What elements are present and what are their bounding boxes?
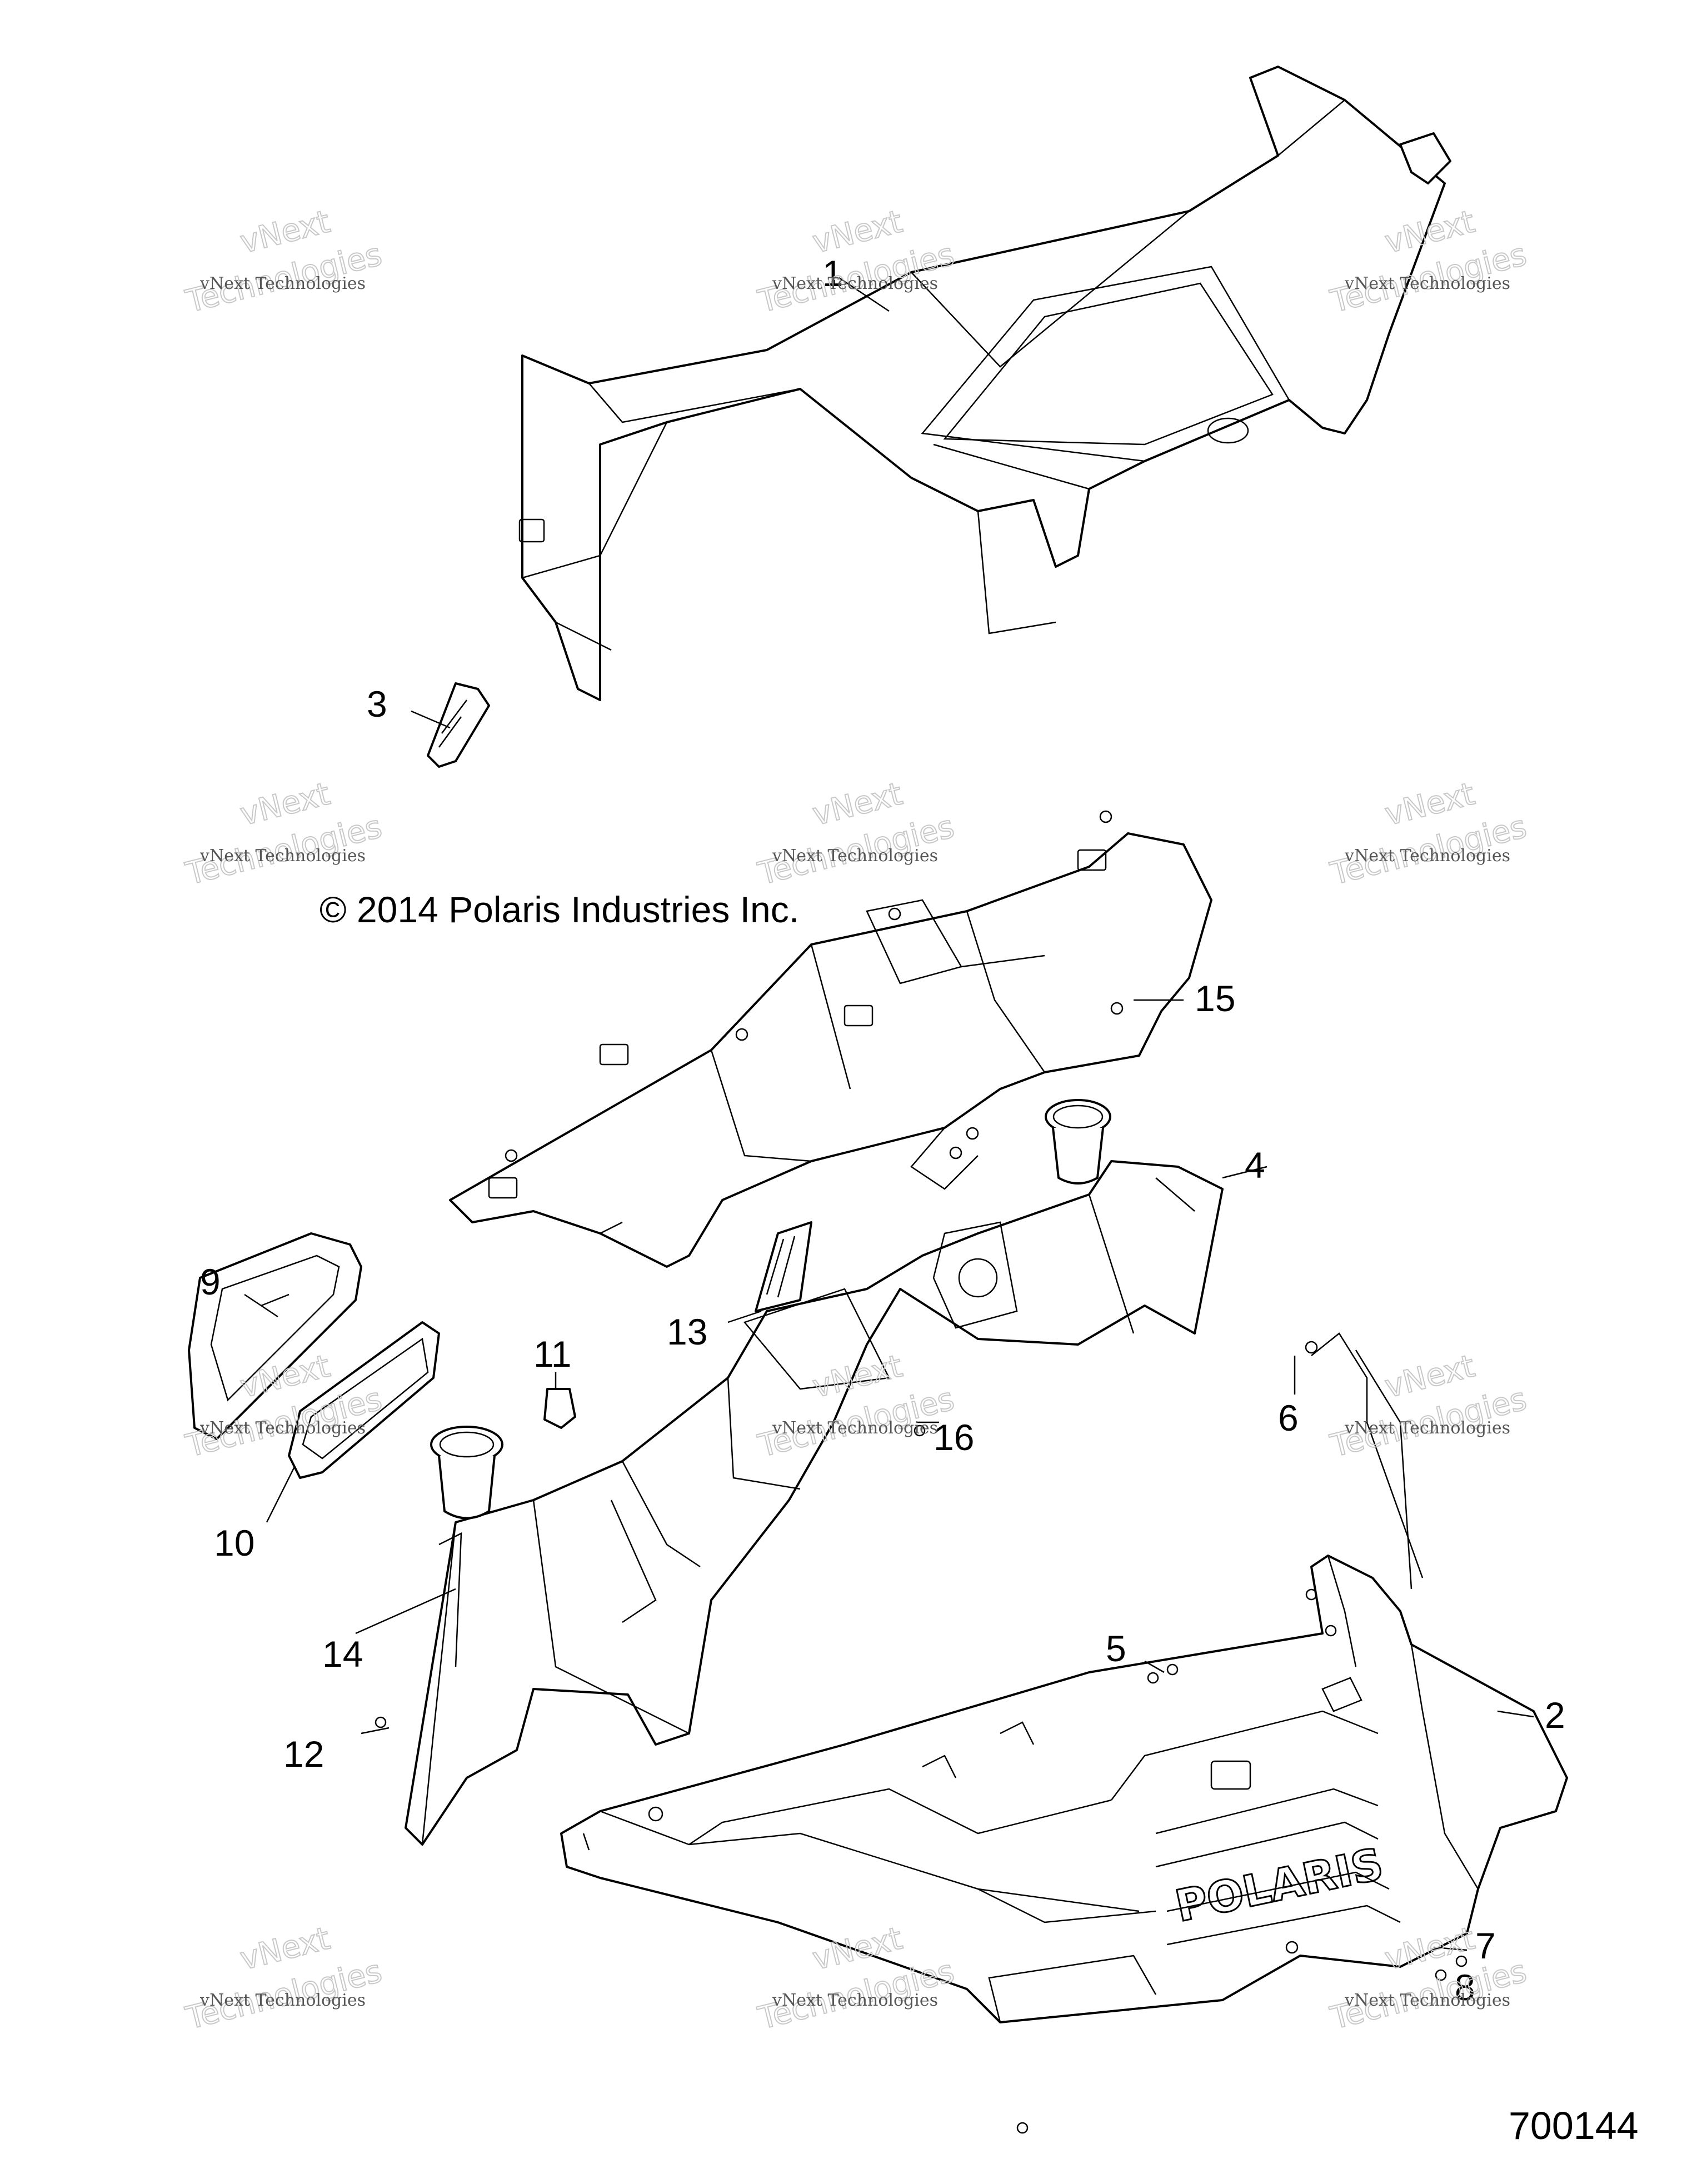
svg-text:vNext Technologies: vNext Technologies <box>1344 846 1510 866</box>
svg-text:vNext Technologies: vNext Technologies <box>772 1991 938 2010</box>
part-vent <box>755 1221 812 1312</box>
callout-9: 9 <box>200 1261 221 1302</box>
svg-text:vNext Technologies: vNext Technologies <box>199 274 366 293</box>
leader-lines <box>244 277 1534 1951</box>
fasteners <box>375 1341 1468 2134</box>
callout-labels: 1 2 3 4 5 6 7 8 9 10 11 12 13 14 15 16 <box>200 253 1565 2008</box>
copyright-notice: © 2014 Polaris Industries Inc. <box>320 889 799 930</box>
watermark: vNext Technologies vNext Technologies <box>1326 1347 1531 1465</box>
part-glove-box-seal <box>288 1321 440 1479</box>
watermark: vNext Technologies vNext Technologies <box>1326 775 1531 893</box>
callout-12: 12 <box>283 1733 324 1775</box>
part-front-bumper: POLARIS <box>560 1332 1568 2023</box>
part-cup-holder <box>430 1099 1111 1520</box>
callout-10: 10 <box>214 1522 254 1563</box>
callout-14: 14 <box>322 1633 363 1675</box>
callout-5: 5 <box>1106 1628 1126 1669</box>
callout-2: 2 <box>1545 1695 1565 1736</box>
callout-15: 15 <box>1195 978 1235 1019</box>
svg-text:vNext Technologies: vNext Technologies <box>772 1418 938 1438</box>
part-grommet <box>543 1388 576 1429</box>
svg-text:vNext Technologies: vNext Technologies <box>1344 1418 1510 1438</box>
part-upper-dash-panel <box>449 810 1212 1268</box>
part-hood <box>518 66 1446 701</box>
svg-text:vNext Technologies: vNext Technologies <box>1344 1991 1510 2010</box>
drawing-number: 700144 <box>1509 2104 1639 2147</box>
svg-text:vNext Technologies: vNext Technologies <box>199 1991 366 2010</box>
part-latch <box>427 132 1451 768</box>
watermark: vNext Technologies vNext Technologies <box>182 1920 386 2037</box>
svg-text:vNext Technologies: vNext Technologies <box>1344 274 1510 293</box>
callout-8: 8 <box>1455 1967 1475 2008</box>
svg-text:vNext Technologies: vNext Technologies <box>199 846 366 866</box>
svg-text:vNext Technologies: vNext Technologies <box>772 846 938 866</box>
callout-7: 7 <box>1475 1925 1496 1966</box>
watermark: vNext Technologies vNext Technologies <box>182 775 386 893</box>
callout-16: 16 <box>934 1417 974 1458</box>
callout-4: 4 <box>1245 1145 1265 1186</box>
callout-13: 13 <box>667 1311 707 1352</box>
part-glove-box-door <box>188 1232 362 1440</box>
svg-text:vNext Technologies: vNext Technologies <box>772 274 938 293</box>
callout-6: 6 <box>1278 1397 1299 1438</box>
callout-11: 11 <box>533 1333 572 1375</box>
svg-text:vNext Technologies: vNext Technologies <box>199 1418 366 1438</box>
watermark: vNext Technologies vNext Technologies <box>182 203 386 321</box>
watermark: vNext Technologies vNext Technologies <box>754 775 959 893</box>
callout-3: 3 <box>367 683 387 724</box>
part-lower-dash <box>405 1160 1224 1846</box>
callout-1: 1 <box>822 253 843 294</box>
